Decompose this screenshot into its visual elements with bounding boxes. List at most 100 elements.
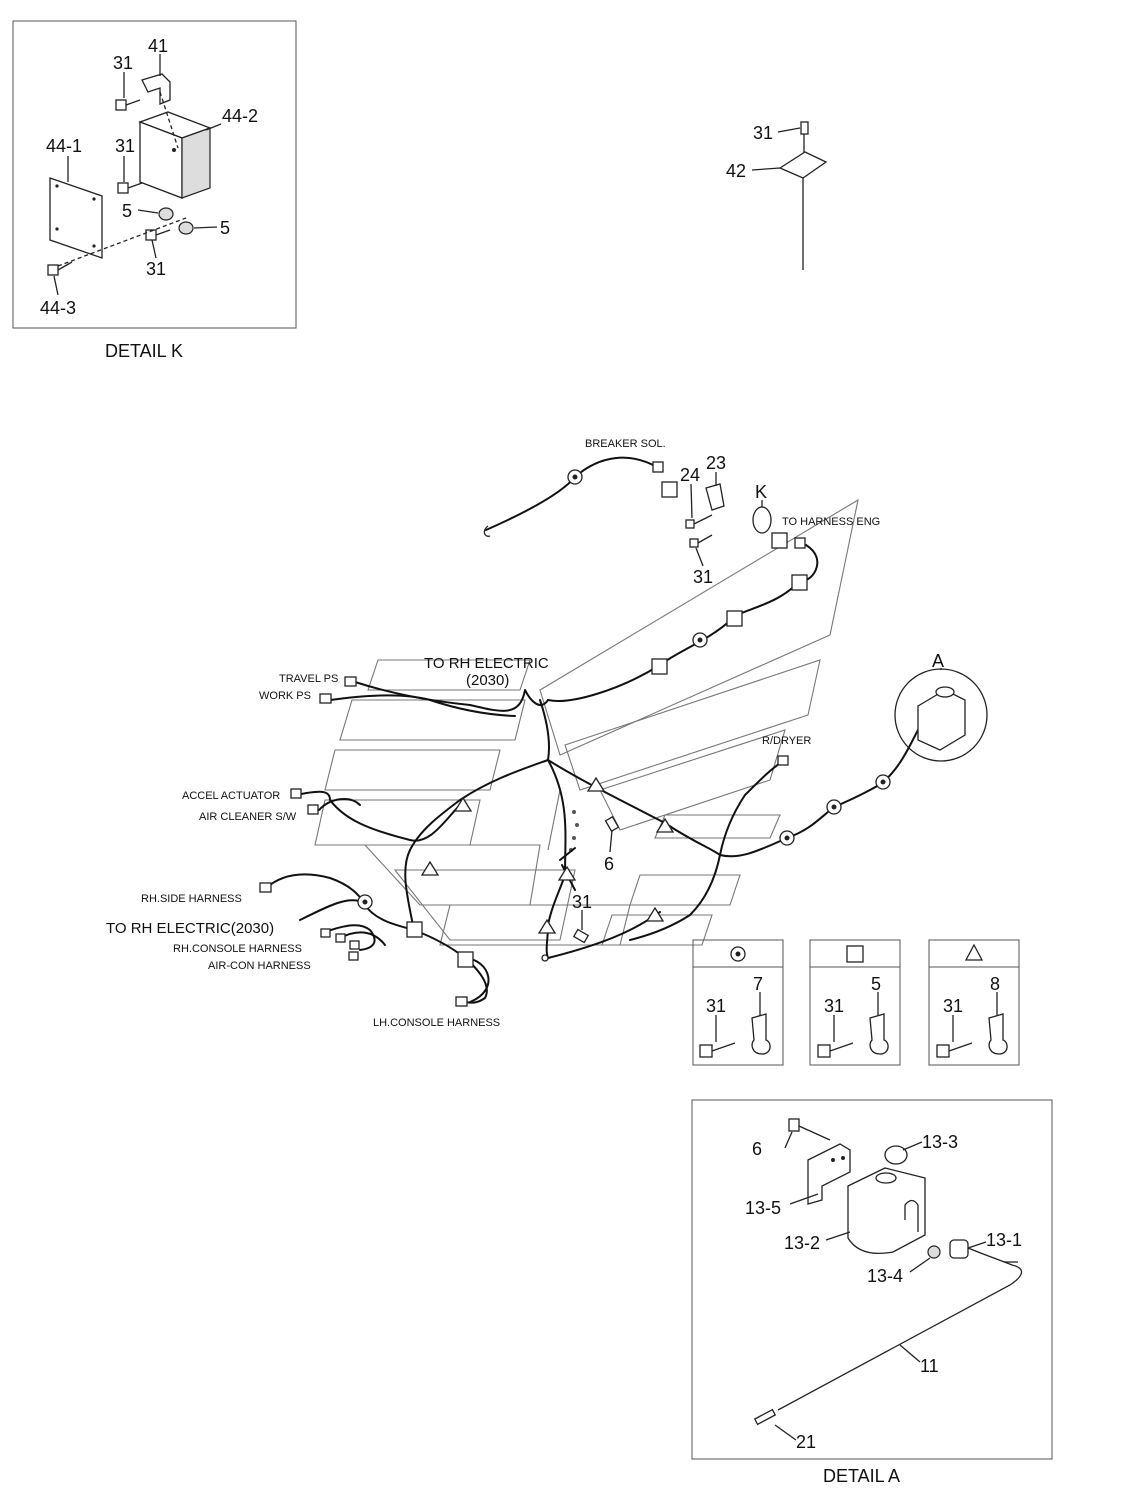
detail-a-frame — [691, 1099, 1053, 1460]
washer-tank — [917, 689, 966, 751]
callout-21: 21 — [796, 1432, 816, 1452]
callout-31: 31 — [753, 123, 773, 143]
label-air-cleaner-sw: AIR CLEANER S/W — [199, 811, 297, 823]
bracket-41 — [141, 73, 171, 105]
callout-6: 6 — [752, 1139, 762, 1159]
label-rh-side-harness: RH.SIDE HARNESS — [141, 893, 242, 905]
label-accel-actuator: ACCEL ACTUATOR — [182, 790, 280, 802]
callout-41: 41 — [148, 36, 168, 56]
detail-k-marker — [752, 506, 772, 534]
callout-42: 42 — [726, 161, 746, 181]
callout-13-1: 13-1 — [986, 1230, 1022, 1250]
callout-a: A — [932, 651, 944, 671]
grommet-icon — [158, 207, 174, 221]
label-breaker-sol: BREAKER SOL. — [585, 438, 666, 450]
label-work-ps: WORK PS — [259, 690, 311, 702]
bolt-icon — [936, 1044, 950, 1058]
bolt-icon — [800, 121, 809, 135]
label-to-rh-electric-2030: TO RH ELECTRIC(2030) — [106, 920, 274, 937]
bolt-icon — [572, 928, 590, 944]
bolt-icon — [817, 1044, 831, 1058]
callout-44-2: 44-2 — [222, 106, 258, 126]
bolt-icon — [788, 1118, 800, 1132]
clamp-triangle-icon — [420, 776, 675, 934]
callout-44-1: 44-1 — [46, 136, 82, 156]
callout-k: K — [755, 482, 767, 502]
callout-44-3: 44-3 — [40, 298, 76, 318]
bolt-icon — [604, 815, 620, 833]
chassis-outline — [314, 498, 859, 946]
hose-11 — [777, 1247, 1023, 1411]
clamp-square-icon — [406, 481, 808, 968]
callout-13-3: 13-3 — [922, 1132, 958, 1152]
detail-a: 6 13-3 13-5 13-2 13-1 13-4 11 21 DETAIL … — [691, 1099, 1053, 1486]
clamp-8 — [988, 1013, 1008, 1055]
callout-31: 31 — [693, 567, 713, 587]
legend-bolt-number: 31 — [706, 996, 726, 1016]
hook-end — [483, 525, 491, 537]
pump-13-1 — [949, 1239, 969, 1259]
callout-11: 11 — [920, 1356, 939, 1376]
grommet-13-4 — [927, 1245, 941, 1259]
nozzle-21 — [753, 1408, 777, 1426]
callout-31: 31 — [572, 892, 592, 912]
clamp-square-icon — [846, 945, 864, 963]
wire-harness — [265, 456, 919, 1004]
bracket-23 — [705, 483, 725, 511]
harness-labels: BREAKER SOL. TO HARNESS ENG TO RH ELECTR… — [106, 438, 944, 1029]
connector-icon — [259, 461, 806, 1007]
antenna-bracket-assembly: 31 42 — [726, 121, 828, 270]
label-rh-console-harness: RH.CONSOLE HARNESS — [173, 943, 302, 955]
connectors — [259, 461, 988, 1007]
clamp-markers — [357, 469, 891, 968]
callout-23: 23 — [706, 453, 726, 473]
bracket-13-5 — [807, 1143, 851, 1205]
label-to-rh-electric: TO RH ELECTRIC — [424, 655, 549, 672]
clamp-legend: 31 7 31 5 31 8 — [692, 939, 1020, 1066]
harness-leaders — [581, 472, 942, 930]
detail-k: 41 31 44-2 44-1 31 5 5 31 44-3 DETAIL K — [12, 20, 297, 361]
callout-5: 5 — [122, 201, 132, 221]
callout-13-4: 13-4 — [867, 1266, 903, 1286]
legend-clamp-number: 5 — [871, 974, 881, 994]
label-travel-ps: TRAVEL PS — [279, 673, 338, 685]
label-r-dryer: R/DRYER — [762, 735, 811, 747]
legend-clamp-number: 7 — [753, 974, 763, 994]
legend-clamp-number: 8 — [990, 974, 1000, 994]
clamp-triangle-icon — [964, 943, 984, 961]
clamp-5 — [869, 1013, 889, 1055]
bolt-icon — [685, 519, 695, 529]
cap-13-3 — [884, 1145, 908, 1165]
clamp-circle-icon — [357, 469, 891, 910]
grommet-icon — [178, 221, 194, 235]
label-air-con-harness: AIR-CON HARNESS — [208, 960, 311, 972]
detail-a-caption: DETAIL A — [823, 1466, 900, 1486]
legend-triangle-clamp: 31 8 — [928, 939, 1020, 1066]
cover-plate — [49, 177, 103, 259]
clamp-7 — [751, 1013, 771, 1055]
legend-bolt-number: 31 — [943, 996, 963, 1016]
callout-31: 31 — [115, 136, 135, 156]
detail-k-caption: DETAIL K — [105, 341, 183, 361]
legend-square-clamp: 31 5 — [809, 939, 901, 1066]
plate-42 — [778, 151, 828, 179]
callout-24: 24 — [680, 465, 700, 485]
label-lh-console-harness: LH.CONSOLE HARNESS — [373, 1017, 500, 1029]
legend-circle-clamp: 31 7 — [692, 939, 784, 1066]
grommet-icon — [541, 954, 549, 962]
label-to-harness-eng: TO HARNESS ENG — [782, 516, 880, 528]
callout-6: 6 — [604, 854, 614, 874]
callout-31: 31 — [113, 53, 133, 73]
callout-13-2: 13-2 — [784, 1233, 820, 1253]
detail-k-frame — [12, 20, 297, 329]
callout-13-5: 13-5 — [745, 1198, 781, 1218]
box-side — [181, 127, 211, 199]
legend-bolt-number: 31 — [824, 996, 844, 1016]
bolt-icon — [47, 99, 171, 276]
label-to-rh-electric-number: (2030) — [466, 672, 509, 689]
callout-31: 31 — [146, 259, 166, 279]
bolt-icon — [699, 1044, 713, 1058]
bolt-icon — [689, 538, 699, 548]
callout-5: 5 — [220, 218, 230, 238]
